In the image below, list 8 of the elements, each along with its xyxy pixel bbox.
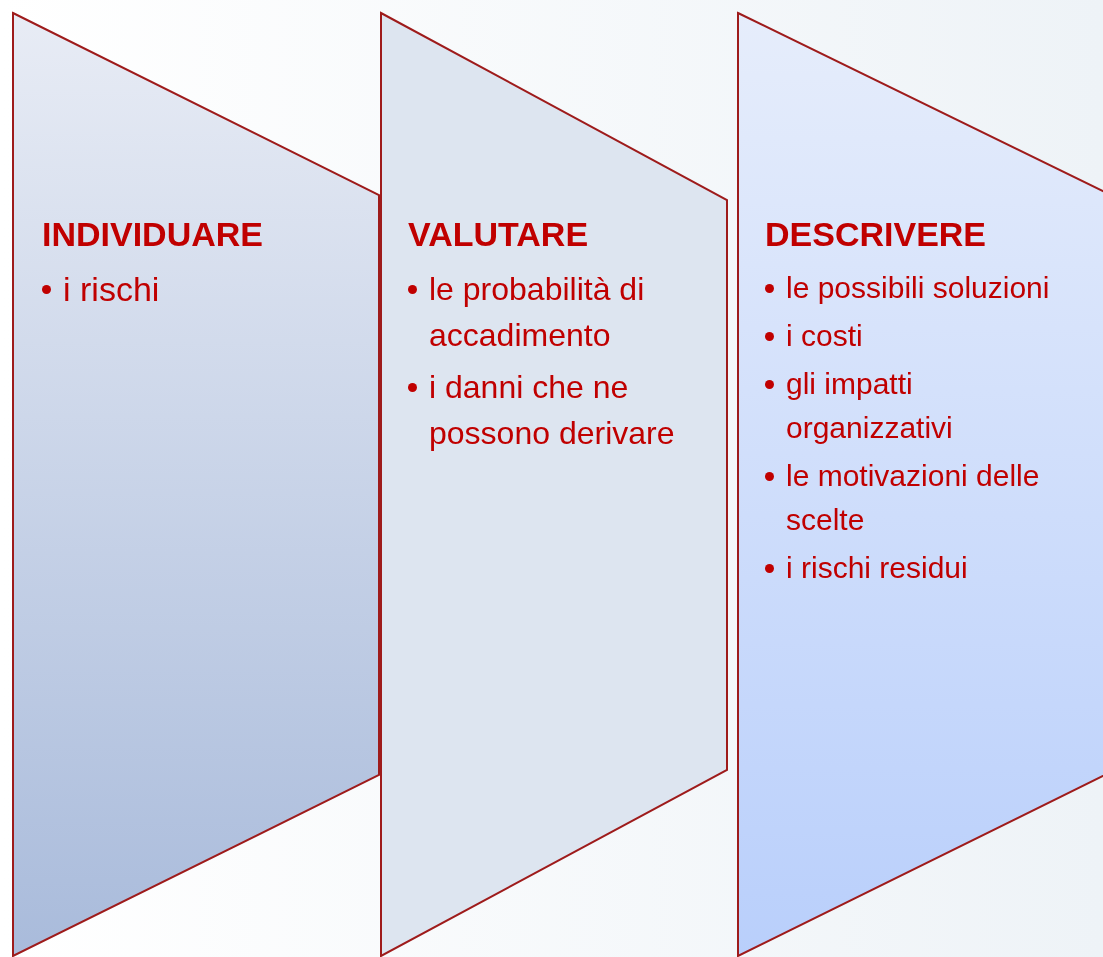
bullet-text: i danni che ne possono derivare (429, 368, 676, 453)
bullet-text: i rischi (63, 269, 160, 310)
bullet-text: i costi (786, 318, 863, 354)
step-heading: DESCRIVERE (765, 214, 987, 255)
step-heading: VALUTARE (408, 214, 589, 255)
bullet-text: le possibili soluzioni (786, 270, 1050, 306)
bullet-text: i rischi residui (786, 550, 968, 586)
step-heading: INDIVIDUARE (42, 214, 264, 255)
